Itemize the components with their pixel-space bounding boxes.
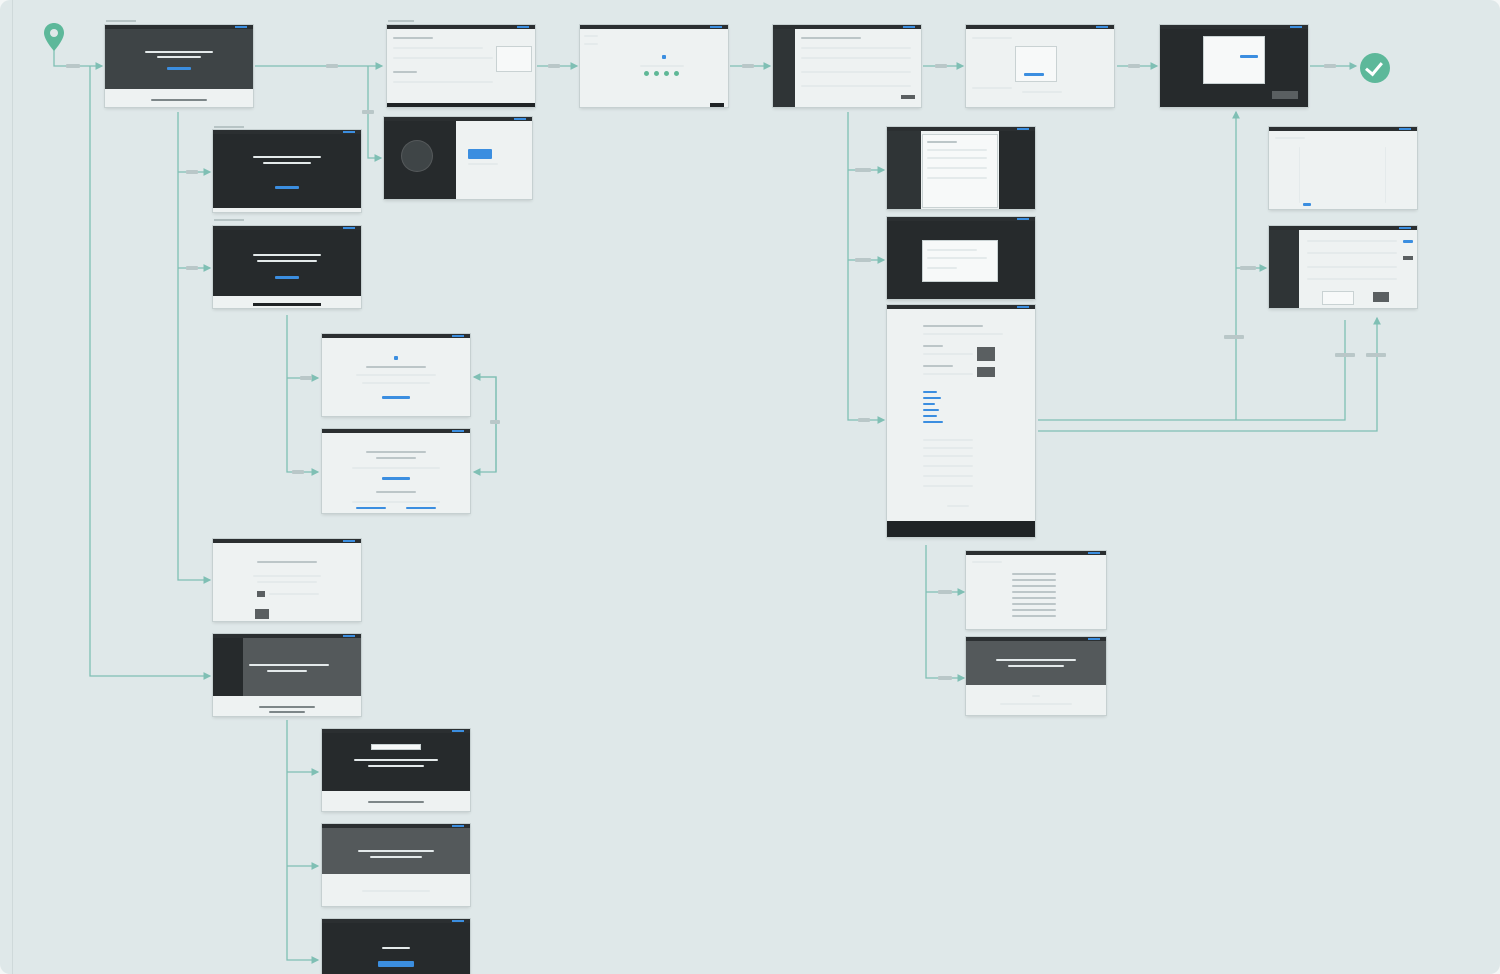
map-pin-icon <box>44 23 64 51</box>
connector <box>286 720 320 964</box>
connector <box>89 66 212 680</box>
screen-article-hero[interactable] <box>322 729 470 811</box>
screen-account-page[interactable] <box>322 429 470 513</box>
screen-app-modal-split[interactable] <box>384 117 532 199</box>
screen-settings-dashboard[interactable] <box>1269 226 1417 308</box>
connector <box>472 373 497 472</box>
screen-confirmation-page[interactable] <box>213 539 361 621</box>
screen-text-doc[interactable] <box>966 551 1106 629</box>
screen-editor-page-b[interactable] <box>887 217 1035 299</box>
screen-form-page[interactable] <box>387 25 535 107</box>
screen-dark-banner[interactable] <box>966 637 1106 715</box>
screen-loading-steps[interactable] <box>580 25 728 107</box>
connector <box>177 112 212 584</box>
screen-long-doc-page[interactable] <box>887 305 1035 537</box>
screen-dashboard-form[interactable] <box>773 25 921 107</box>
screen-signup-hero-alt[interactable] <box>213 226 361 308</box>
screen-label <box>106 20 136 22</box>
screen-photo-hero[interactable] <box>322 824 470 906</box>
screen-app-modal[interactable] <box>1160 25 1308 107</box>
connector <box>286 315 320 476</box>
connector <box>1038 316 1381 432</box>
connector <box>367 66 383 162</box>
connector <box>847 112 886 424</box>
connector <box>53 50 104 70</box>
screen-dark-landing[interactable] <box>213 634 361 716</box>
canvas-edge <box>12 0 13 974</box>
screen-label <box>388 20 414 22</box>
screen-settings-modal[interactable] <box>966 25 1114 107</box>
screen-welcome-page[interactable] <box>322 334 470 416</box>
screen-table-view[interactable] <box>1269 127 1417 209</box>
connector <box>925 545 966 682</box>
connector <box>472 376 497 476</box>
screen-editor-page-a[interactable] <box>887 127 1035 209</box>
screen-landing-hero[interactable] <box>105 25 253 107</box>
check-circle-icon <box>1360 53 1390 83</box>
screen-label <box>214 126 244 128</box>
screen-signup-hero[interactable] <box>213 130 361 212</box>
screen-dark-footer-page[interactable] <box>322 919 470 974</box>
connector <box>1038 320 1346 421</box>
screen-label <box>214 219 244 221</box>
